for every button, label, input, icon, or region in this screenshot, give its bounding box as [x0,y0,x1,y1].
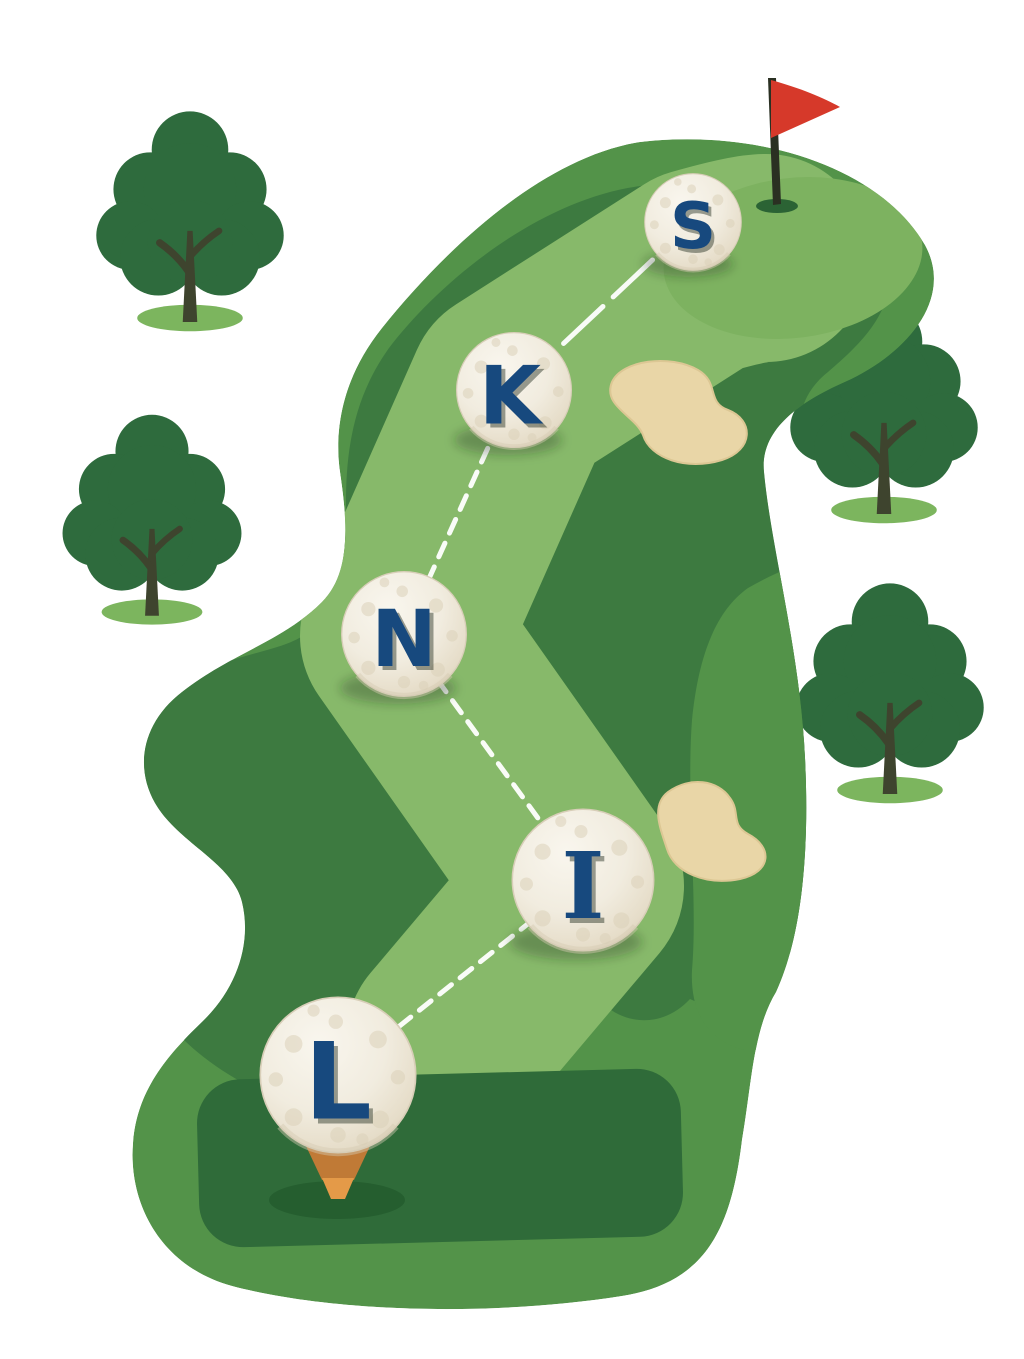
golf-hole [756,199,798,213]
flag-icon [756,78,840,213]
tree-icon [63,415,242,625]
bunker [609,359,748,465]
ball-letter-shadow: K [483,354,548,447]
golf-ball-n: N N [342,572,467,697]
tee-shadow [269,1181,405,1219]
ball-letter: K [479,350,544,443]
golf-ball-i: I I [512,809,653,950]
bunker [657,780,767,882]
ball-letter-shadow: I [565,837,608,945]
shot-path [335,387,587,1078]
ball-letter-shadow: S [673,194,719,268]
ball-letter: I [561,832,604,940]
golf-ball-s: S S [645,174,742,271]
flag [771,80,840,138]
ball-letter-shadow: L [308,1026,376,1149]
ball-letter-shadow: N [375,599,440,689]
ball-letter: L [304,1021,372,1144]
tree-icon [796,583,983,803]
ball-letter: N [371,595,436,685]
tree-icon [96,111,283,331]
ball-letter: S [670,190,716,264]
golf-ball-k: K K [457,333,572,448]
golf-ball-l: L L [260,997,415,1152]
